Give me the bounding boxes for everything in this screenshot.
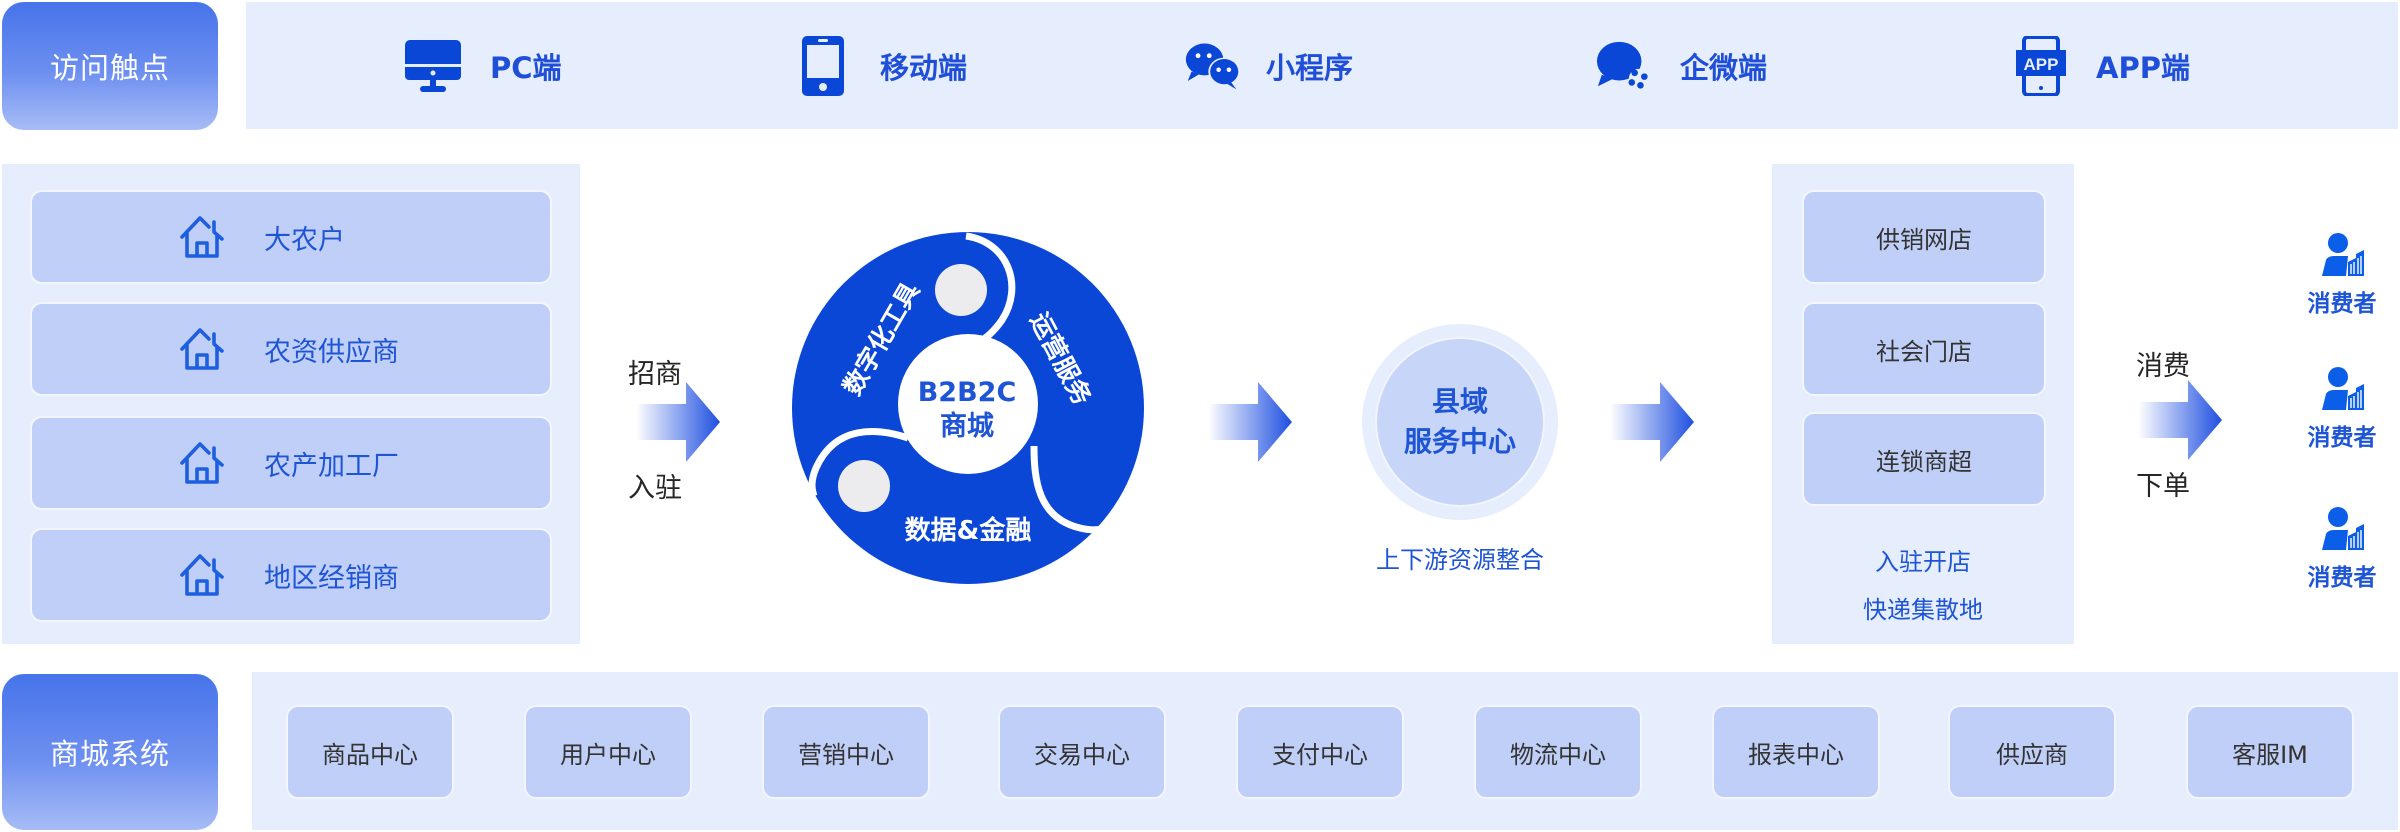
consumer-item[interactable]: 消费者 (2300, 366, 2384, 452)
county-service-center[interactable]: 县域 服务中心 (1362, 324, 1558, 520)
mall-system-bar: 商品中心 用户中心 营销中心 交易中心 支付中心 物流中心 报表中心 供应商 客… (252, 672, 2398, 830)
module-marketing-center[interactable]: 营销中心 (762, 705, 930, 799)
mobile-phone-icon (794, 35, 852, 97)
wecom-icon (1596, 35, 1654, 97)
ring-segment-data-finance: 数据&金融 (904, 516, 1032, 546)
outlet-card-chain-supermarket[interactable]: 连锁商超 (1802, 412, 2046, 506)
touchpoint-app[interactable]: APP APP端 (2012, 2, 2190, 129)
touchpoint-wecom-label: 企微端 (1680, 50, 1768, 85)
consumer-flow-top-label: 消费 (2136, 351, 2190, 382)
consumer-icon (2322, 233, 2364, 276)
touchpoint-app-label: APP端 (2096, 50, 2190, 85)
consumer-icon (2322, 507, 2364, 550)
house-icon (178, 325, 226, 373)
touchpoint-mobile[interactable]: 移动端 (794, 2, 967, 129)
touchpoint-wecom[interactable]: 企微端 (1596, 2, 1767, 129)
consumer-label: 消费者 (2307, 425, 2377, 451)
access-touchpoints-bar: PC端 移动端 小 (246, 2, 2398, 129)
module-user-center[interactable]: 用户中心 (524, 705, 692, 799)
ring-center-line1: B2B2C (917, 377, 1017, 408)
county-service-center-core: 县域 服务中心 (1375, 337, 1545, 507)
touchpoint-pc[interactable]: PC端 (404, 2, 562, 129)
module-report-center[interactable]: 报表中心 (1712, 705, 1880, 799)
module-payment-center[interactable]: 支付中心 (1236, 705, 1404, 799)
county-line1: 县域 (1431, 385, 1488, 418)
touchpoint-mobile-label: 移动端 (880, 50, 968, 85)
consumer-item[interactable]: 消费者 (2300, 506, 2384, 592)
county-line2: 服务中心 (1403, 425, 1516, 458)
ring-center-line2: 商城 (940, 411, 994, 442)
access-touchpoints-label: 访问触点 (2, 2, 218, 130)
module-trade-center[interactable]: 交易中心 (998, 705, 1166, 799)
outlet-panel: 供销网店 社会门店 连锁商超 入驻开店 快递集散地 (1772, 164, 2074, 644)
svg-text:APP: APP (2024, 55, 2059, 74)
outlet-note-express-hub: 快递集散地 (1863, 596, 1983, 624)
supplier-card-input-supplier[interactable]: 农资供应商 (30, 302, 552, 396)
touchpoint-pc-label: PC端 (490, 50, 562, 85)
supplier-card-processing-plant[interactable]: 农产加工厂 (30, 416, 552, 510)
house-icon (178, 213, 226, 261)
county-caption: 上下游资源整合 (1376, 546, 1544, 574)
supplier-card-large-farmer[interactable]: 大农户 (30, 190, 552, 284)
supplier-label: 地区经销商 (264, 562, 399, 594)
touchpoint-miniprogram[interactable]: 小程序 (1184, 2, 1353, 129)
wechat-icon (1184, 35, 1242, 97)
house-icon (178, 551, 226, 599)
supplier-label: 大农户 (264, 224, 345, 256)
consumer-item[interactable]: 消费者 (2300, 232, 2384, 318)
flow-arrow-icon (1208, 382, 1292, 462)
supplier-panel: 大农户 农资供应商 农产加工厂 地区经销商 (2, 164, 580, 644)
platform-ring[interactable]: B2B2C 商城 数字化工具 运营服务 数据&金融 (788, 228, 1148, 588)
inbound-bottom-label: 入驻 (628, 473, 682, 504)
consumer-label: 消费者 (2307, 565, 2377, 591)
module-supplier[interactable]: 供应商 (1948, 705, 2116, 799)
consumer-icon (2322, 367, 2364, 410)
supplier-label: 农产加工厂 (264, 450, 399, 482)
outlet-note-store-onboarding: 入驻开店 (1875, 548, 1971, 576)
module-customer-service-im[interactable]: 客服IM (2186, 705, 2354, 799)
supplier-label: 农资供应商 (264, 336, 399, 368)
outlet-card-community-store[interactable]: 社会门店 (1802, 302, 2046, 396)
house-icon (178, 439, 226, 487)
module-logistics-center[interactable]: 物流中心 (1474, 705, 1642, 799)
outlet-card-coop-online-store[interactable]: 供销网店 (1802, 190, 2046, 284)
desktop-monitor-icon (404, 35, 462, 97)
app-icon: APP (2012, 35, 2070, 97)
flow-arrow-icon (2138, 380, 2222, 460)
flow-arrow-icon (1610, 382, 1694, 462)
touchpoint-miniprogram-label: 小程序 (1266, 50, 1354, 85)
consumer-label: 消费者 (2307, 291, 2377, 317)
supplier-card-regional-dealer[interactable]: 地区经销商 (30, 528, 552, 622)
consumer-flow-bottom-label: 下单 (2136, 471, 2190, 502)
flow-arrow-icon (636, 382, 720, 462)
module-product-center[interactable]: 商品中心 (286, 705, 454, 799)
mall-system-label: 商城系统 (2, 674, 218, 830)
inbound-top-label: 招商 (628, 359, 682, 390)
platform-ring-diagram (792, 232, 1144, 584)
